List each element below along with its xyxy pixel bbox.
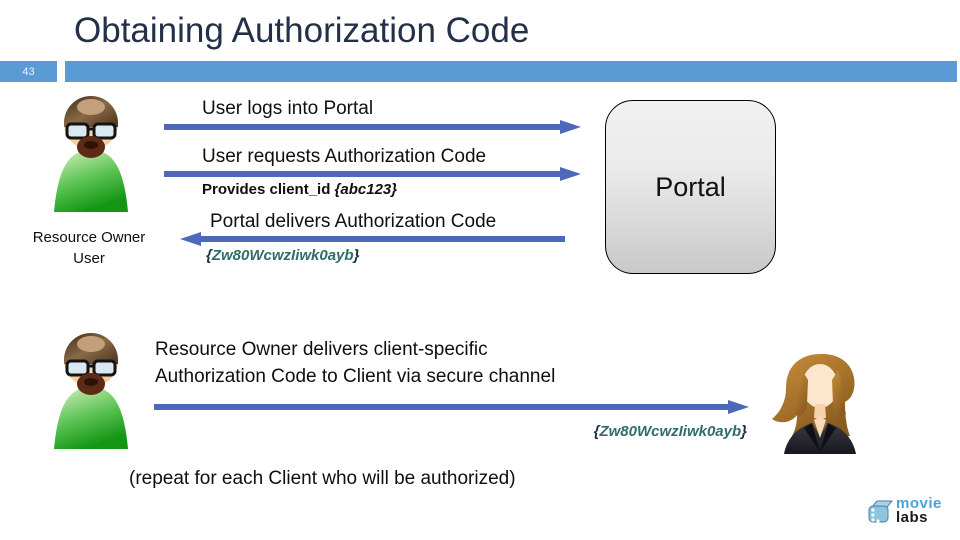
client-id-note-text: Provides client_id bbox=[202, 181, 335, 198]
flow-step1-label: User logs into Portal bbox=[202, 98, 374, 119]
delivery-text-line1: Resource Owner delivers client-specific bbox=[155, 339, 488, 360]
portal-box: Portal bbox=[605, 100, 776, 274]
resource-owner-man-icon bbox=[54, 96, 128, 212]
arrow-right-icon-step2 bbox=[164, 167, 581, 181]
page-title: Obtaining Authorization Code bbox=[74, 11, 530, 50]
resource-owner-man-icon-2 bbox=[54, 333, 128, 449]
client-id-note: Provides client_id {abc123} bbox=[202, 181, 397, 198]
client-id-note-code: {abc123} bbox=[334, 181, 398, 198]
header-bar bbox=[65, 61, 957, 82]
arrow-right-icon-delivery bbox=[154, 400, 749, 414]
logo-text-movie: movie bbox=[896, 495, 942, 512]
resource-owner-label-line1: Resource Owner bbox=[32, 229, 146, 246]
auth-code-open-brace: { bbox=[206, 247, 212, 264]
auth-code2-text: Zw80WcwzIiwk0ayb bbox=[599, 423, 742, 440]
flow-step2-label: User requests Authorization Code bbox=[202, 146, 487, 167]
auth-code2-open-brace: { bbox=[593, 423, 600, 440]
client-woman-icon bbox=[772, 354, 856, 454]
resource-owner-label-line2: User bbox=[73, 250, 105, 267]
delivery-text-line2: Authorization Code to Client via secure … bbox=[155, 366, 556, 387]
movielabs-logo-icon bbox=[868, 500, 894, 523]
movielabs-logo: movie labs bbox=[866, 495, 942, 527]
delivery-text: Resource Owner delivers client-specific … bbox=[155, 336, 555, 390]
logo-text-labs: labs bbox=[896, 509, 929, 526]
arrow-right-icon-step1 bbox=[164, 120, 581, 134]
flow-step3-label: Portal delivers Authorization Code bbox=[210, 211, 497, 232]
portal-label: Portal bbox=[655, 171, 726, 202]
auth-code-text: Zw80WcwzIiwk0ayb bbox=[211, 247, 354, 264]
repeat-note: (repeat for each Client who will be auth… bbox=[129, 468, 516, 489]
resource-owner-label: Resource Owner User bbox=[8, 227, 170, 269]
slide-number: 43 bbox=[22, 65, 35, 78]
auth-code-close-brace: } bbox=[353, 247, 360, 264]
slide-number-badge: 43 bbox=[0, 61, 57, 82]
auth-code-value-1: {Zw80WcwzIiwk0ayb} bbox=[206, 247, 359, 264]
auth-code-value-2: {Zw80WcwzIiwk0ayb} bbox=[555, 423, 747, 440]
auth-code2-close-brace: } bbox=[741, 423, 747, 440]
arrow-left-icon-step3 bbox=[180, 232, 565, 246]
